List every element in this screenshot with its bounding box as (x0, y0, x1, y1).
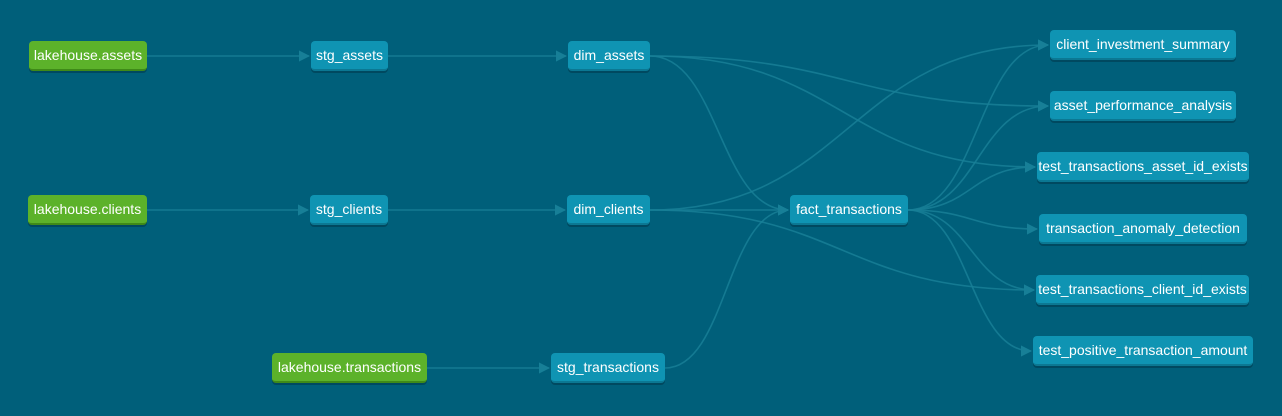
node-transaction-anomaly-detection[interactable]: transaction_anomaly_detection (1039, 214, 1247, 244)
edge-fact-transactions-to-asset-performance-analysis (907, 100, 1050, 211)
node-dim-clients[interactable]: dim_clients (567, 195, 650, 225)
node-client-investment-summary[interactable]: client_investment_summary (1050, 30, 1236, 60)
node-dim-assets[interactable]: dim_assets (568, 41, 650, 71)
edge-stg-transactions-to-fact-transactions (664, 204, 790, 369)
node-stg-transactions[interactable]: stg_transactions (551, 353, 665, 383)
node-lakehouse-assets[interactable]: lakehouse.assets (29, 41, 147, 71)
edge-dim-assets-to-fact-transactions (649, 55, 790, 216)
node-test-transactions-asset-id-exists[interactable]: test_transactions_asset_id_exists (1037, 152, 1249, 182)
node-stg-assets[interactable]: stg_assets (311, 41, 388, 71)
node-stg-clients[interactable]: stg_clients (310, 195, 388, 225)
edge-fact-transactions-to-test-transactions-asset-id-exists (907, 161, 1037, 211)
edge-fact-transactions-to-test-positive-transaction-amount (907, 209, 1033, 357)
node-test-positive-transaction-amount[interactable]: test_positive_transaction_amount (1033, 336, 1253, 366)
node-lakehouse-clients[interactable]: lakehouse.clients (28, 195, 147, 225)
edge-fact-transactions-to-client-investment-summary (907, 39, 1050, 211)
edge-fact-transactions-to-transaction-anomaly-detection (907, 209, 1039, 235)
node-fact-transactions[interactable]: fact_transactions (790, 195, 908, 225)
edge-dim-clients-to-test-transactions-client-id-exists (649, 209, 1036, 296)
node-asset-performance-analysis[interactable]: asset_performance_analysis (1050, 91, 1236, 121)
node-test-transactions-client-id-exists[interactable]: test_transactions_client_id_exists (1036, 275, 1249, 305)
edge-dim-clients-to-client-investment-summary (649, 39, 1050, 211)
edge-fact-transactions-to-test-transactions-client-id-exists (907, 209, 1036, 296)
edge-dim-assets-to-test-transactions-asset-id-exists (649, 55, 1037, 173)
edge-dim-assets-to-asset-performance-analysis (649, 55, 1050, 112)
node-lakehouse-transactions[interactable]: lakehouse.transactions (272, 353, 427, 383)
